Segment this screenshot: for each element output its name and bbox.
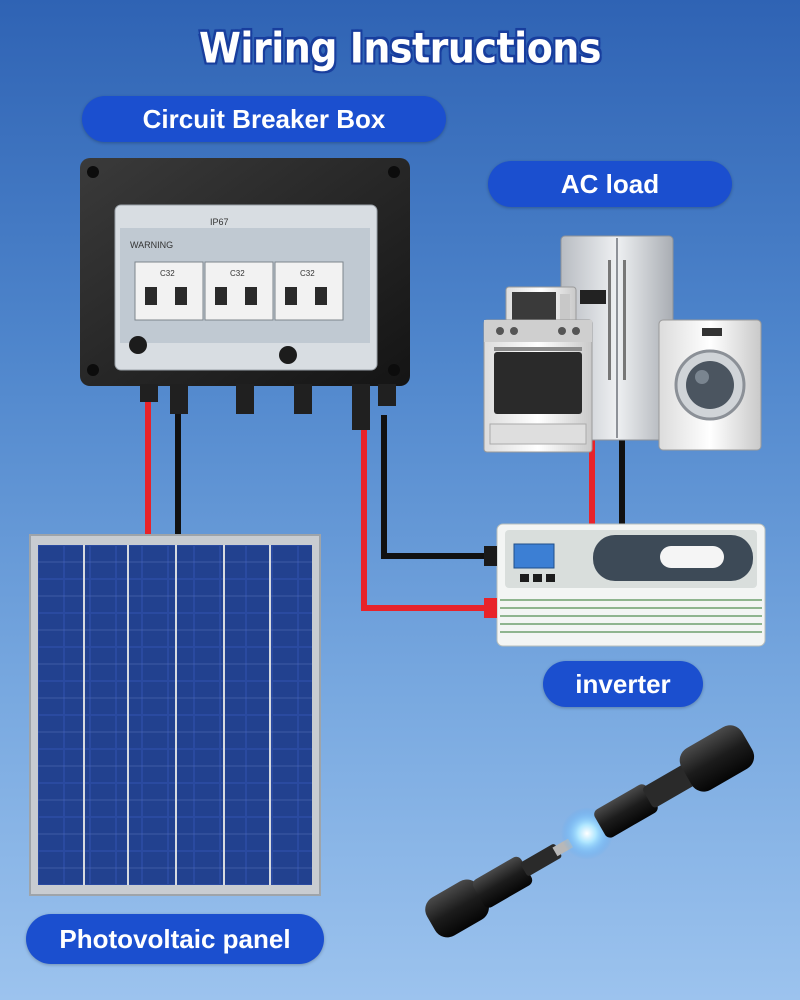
ac-load-appliances: [483, 235, 762, 453]
circuit-breaker-box-image: WARNING IP67 C32 C32 C32: [80, 158, 410, 430]
breaker-3-label: C32: [300, 269, 315, 278]
circuit-breaker-box-label: Circuit Breaker Box: [82, 96, 446, 142]
warning-text: WARNING: [130, 240, 173, 250]
oven-image: [483, 319, 593, 453]
mc4-connector-image: [425, 725, 755, 938]
inverter-positive-terminal: [484, 598, 497, 618]
inverter-image: [484, 523, 766, 647]
inverter-label: inverter: [543, 661, 703, 707]
photovoltaic-panel-label: Photovoltaic panel: [26, 914, 324, 964]
solar-panel-image: [29, 534, 321, 896]
diagram-title: Wiring Instructions: [199, 23, 601, 73]
inverter-negative-terminal: [484, 546, 497, 566]
breaker-2-label: C32: [230, 269, 245, 278]
ac-load-label: AC load: [488, 161, 732, 207]
wires: [145, 395, 625, 611]
inverter-negative-wire: [381, 415, 486, 559]
rating-text: IP67: [210, 217, 229, 227]
washing-machine-image: [658, 319, 762, 451]
inverter-positive-wire: [361, 430, 486, 611]
breaker-1-label: C32: [160, 269, 175, 278]
